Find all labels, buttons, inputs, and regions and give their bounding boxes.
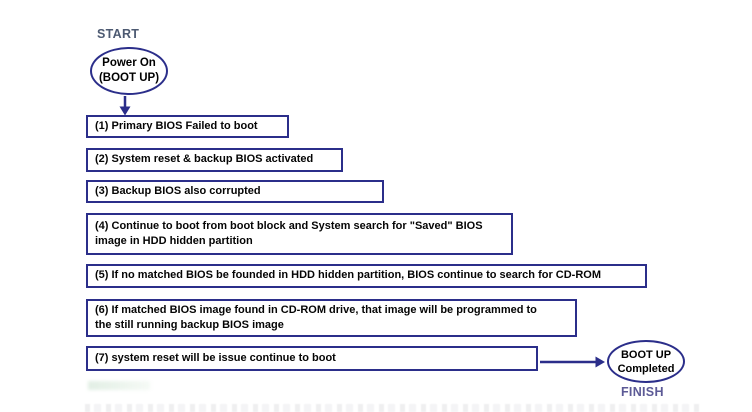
start-label: START [97, 27, 140, 41]
flow-step-1-text: (1) Primary BIOS Failed to boot [95, 119, 258, 132]
flow-step-6: (6) If matched BIOS image found in CD-RO… [86, 299, 577, 337]
right-arrow [540, 356, 605, 368]
flow-step-3: (3) Backup BIOS also corrupted [86, 180, 384, 203]
jpeg-artifact-smudge [88, 381, 150, 390]
finish-label: FINISH [621, 385, 664, 399]
flow-step-4-text: (4) Continue to boot from boot block and… [95, 219, 483, 232]
flow-step-5-text: (5) If no matched BIOS be founded in HDD… [95, 269, 602, 282]
down-arrow [119, 96, 131, 116]
start-node-line1: Power On [102, 57, 156, 69]
start-terminal-node: Power On (BOOT UP) [90, 47, 168, 95]
finish-terminal-node: BOOT UP Completed [607, 340, 685, 383]
cropped-text-artifact [85, 404, 703, 412]
finish-node-line1: BOOT UP [620, 348, 672, 361]
flow-step-1: (1) Primary BIOS Failed to boot [86, 115, 289, 138]
flow-step-7: (7) system reset will be issue continue … [86, 346, 538, 371]
flow-step-2: (2) System reset & backup BIOS activated [86, 148, 343, 172]
flow-step-6-text2: the still running backup BIOS image [95, 319, 284, 331]
flow-step-3-text: (3) Backup BIOS also corrupted [95, 184, 261, 197]
flow-step-6-text: (6) If matched BIOS image found in CD-RO… [95, 303, 537, 316]
flow-step-5: (5) If no matched BIOS be founded in HDD… [86, 264, 647, 288]
flow-step-7-text: (7) system reset will be issue continue … [95, 351, 336, 364]
finish-node-line2: Completed [617, 362, 675, 375]
flow-step-2-text: (2) System reset & backup BIOS activated [95, 153, 314, 166]
start-node-line2: (BOOT UP) [98, 72, 160, 84]
flow-step-4: (4) Continue to boot from boot block and… [86, 213, 513, 255]
flow-step-4-text2: image in HDD hidden partition [95, 235, 253, 247]
